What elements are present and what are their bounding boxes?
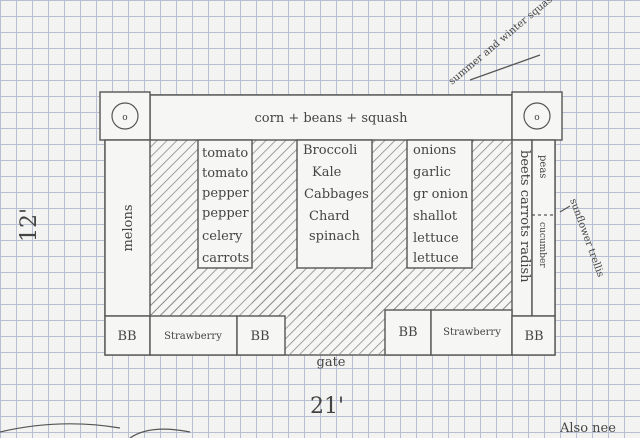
plant-label: pepper bbox=[202, 186, 249, 201]
right-column-2-label: peas bbox=[537, 155, 548, 178]
right-column-2b-label: cucumber bbox=[537, 222, 547, 268]
top-bed-label: corn + beans + squash bbox=[255, 111, 409, 126]
plant-label: lettuce bbox=[413, 231, 459, 246]
top-bed bbox=[149, 94, 513, 141]
plant-label: lettuce bbox=[413, 251, 459, 266]
plant-label: gr onion bbox=[413, 187, 469, 202]
right-column-1-label: beets carrots radish bbox=[517, 150, 532, 283]
path-hatch-bottom bbox=[150, 268, 512, 316]
plant-label: celery bbox=[202, 229, 243, 244]
plant-label: tomato bbox=[202, 166, 248, 181]
bb-label: BB bbox=[250, 329, 269, 344]
arrow-icon bbox=[559, 205, 571, 213]
bb-label: BB bbox=[398, 325, 417, 340]
bottom-left-bb-2 bbox=[236, 315, 286, 356]
corner-marker-left: o bbox=[122, 113, 127, 123]
right-note: sunflower trellis bbox=[567, 197, 606, 278]
plant-label: Broccoli bbox=[303, 143, 357, 158]
bed-1-plants: tomato tomato pepper pepper celery carro… bbox=[202, 146, 249, 266]
melons-label: melons bbox=[121, 204, 136, 251]
plant-label: Chard bbox=[309, 209, 350, 224]
plant-label: carrots bbox=[202, 251, 249, 266]
bed-2-plants: Broccoli Kale Cabbages Chard spinach bbox=[303, 143, 369, 244]
plant-label: onions bbox=[413, 143, 456, 158]
doodle-line-2 bbox=[129, 428, 191, 438]
side-note: summer and winter squash bbox=[447, 0, 560, 87]
doodle-line bbox=[0, 423, 121, 433]
path-hatch-gate bbox=[285, 312, 385, 355]
circle-icon bbox=[523, 102, 551, 130]
bb-label: BB bbox=[524, 329, 543, 344]
also-note: Also nee bbox=[559, 421, 616, 436]
plant-label: Kale bbox=[312, 165, 342, 180]
bb-label: BB bbox=[117, 329, 136, 344]
bed-1 bbox=[197, 139, 253, 269]
height-label: 12' bbox=[17, 208, 42, 242]
corner-marker-right: o bbox=[534, 113, 539, 123]
strawberry-label: Strawberry bbox=[443, 327, 501, 338]
note-pointer bbox=[469, 54, 541, 81]
plant-label: garlic bbox=[413, 165, 451, 180]
bed-3 bbox=[406, 139, 473, 269]
bottom-left-strawberry bbox=[149, 315, 238, 356]
circle-icon bbox=[111, 102, 139, 130]
strawberry-label: Strawberry bbox=[164, 331, 222, 342]
plant-label: shallot bbox=[413, 209, 458, 224]
melons-bed bbox=[104, 139, 151, 317]
bed-2 bbox=[296, 139, 373, 269]
bed-3-plants: onions garlic gr onion shallot lettuce l… bbox=[413, 143, 469, 266]
plant-label: spinach bbox=[309, 229, 361, 244]
plant-label: pepper bbox=[202, 206, 249, 221]
gate-label: gate bbox=[317, 355, 346, 370]
plant-label: tomato bbox=[202, 146, 248, 161]
bottom-right-bb-2 bbox=[511, 315, 556, 356]
plant-label: Cabbages bbox=[304, 187, 369, 202]
width-label: 21' bbox=[310, 394, 344, 419]
bottom-left-bb-1 bbox=[104, 315, 151, 356]
